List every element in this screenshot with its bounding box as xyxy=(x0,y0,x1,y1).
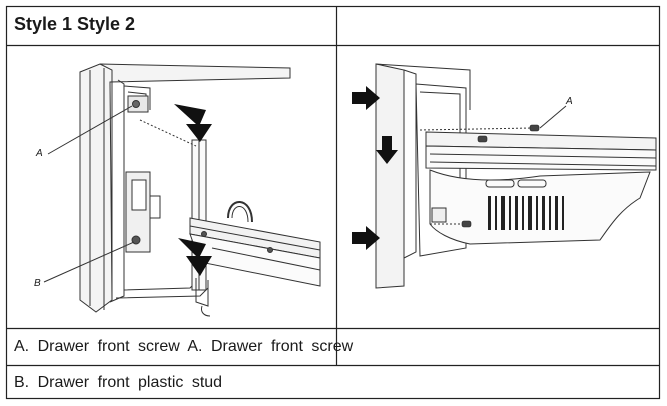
caption-row-1: A. Drawer front screw A. Drawer front sc… xyxy=(14,338,354,355)
barcode-pattern xyxy=(488,196,564,230)
right-label-a: A xyxy=(566,96,573,107)
right-drawer-illustration xyxy=(375,63,657,289)
right-arrows xyxy=(352,86,398,250)
right-screws xyxy=(461,124,540,228)
styles-header: Style 1 Style 2 xyxy=(14,14,136,34)
left-label-b: B xyxy=(34,278,41,289)
left-drawer-illustration xyxy=(43,63,321,317)
left-label-a: A xyxy=(36,148,43,159)
left-arrows xyxy=(174,104,212,276)
table-grid xyxy=(5,5,661,400)
caption-row-2: B. Drawer front plastic stud xyxy=(14,374,223,391)
